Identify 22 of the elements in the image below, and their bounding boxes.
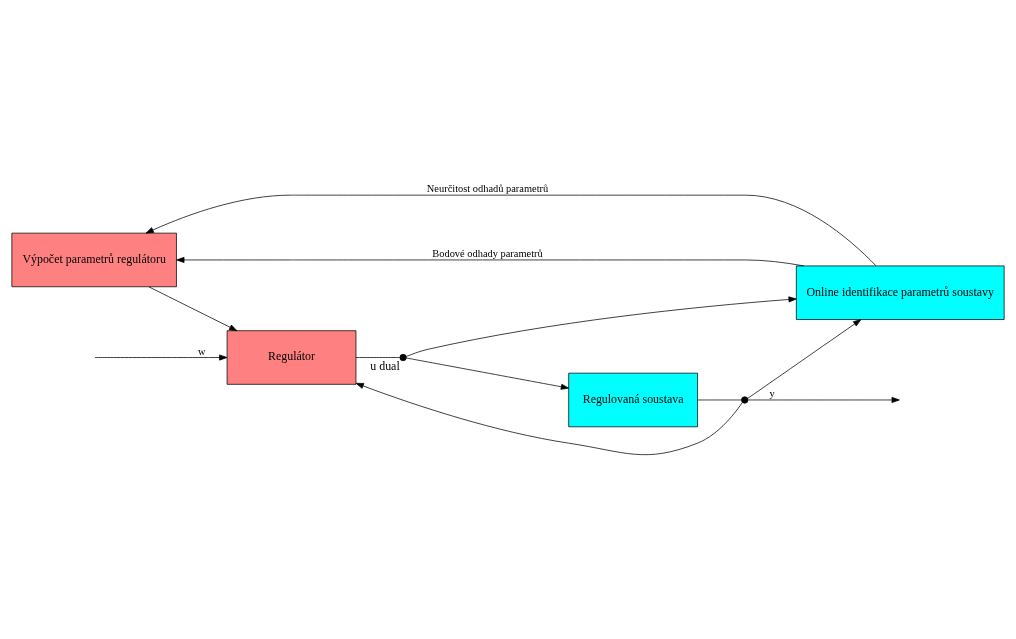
edge-label: Neurčitost odhadů parametrů (426, 183, 549, 195)
arrow (176, 256, 804, 267)
node-box: Regulátor (226, 330, 357, 385)
connector (355, 357, 401, 358)
arrow (747, 319, 862, 399)
node-label: u dual (370, 359, 400, 374)
arrow (747, 397, 900, 403)
arrow (94, 354, 228, 361)
arrow (405, 296, 797, 357)
edge-label: y (769, 388, 775, 400)
node-box: Výpočet parametrů regulátoru (11, 232, 177, 288)
edge-label: w (198, 345, 206, 357)
node-circle (399, 353, 407, 362)
edge-label: Bodové odhady parametrů (432, 248, 543, 260)
arrow (148, 286, 238, 332)
connector (697, 399, 742, 401)
arrow (355, 382, 743, 456)
node-box: Regulovaná soustava (568, 372, 698, 428)
arrow (406, 357, 569, 390)
node-circle (741, 396, 749, 404)
node-box: Online identifikace parametrů soustavy (795, 265, 1005, 320)
arrow (145, 194, 877, 267)
